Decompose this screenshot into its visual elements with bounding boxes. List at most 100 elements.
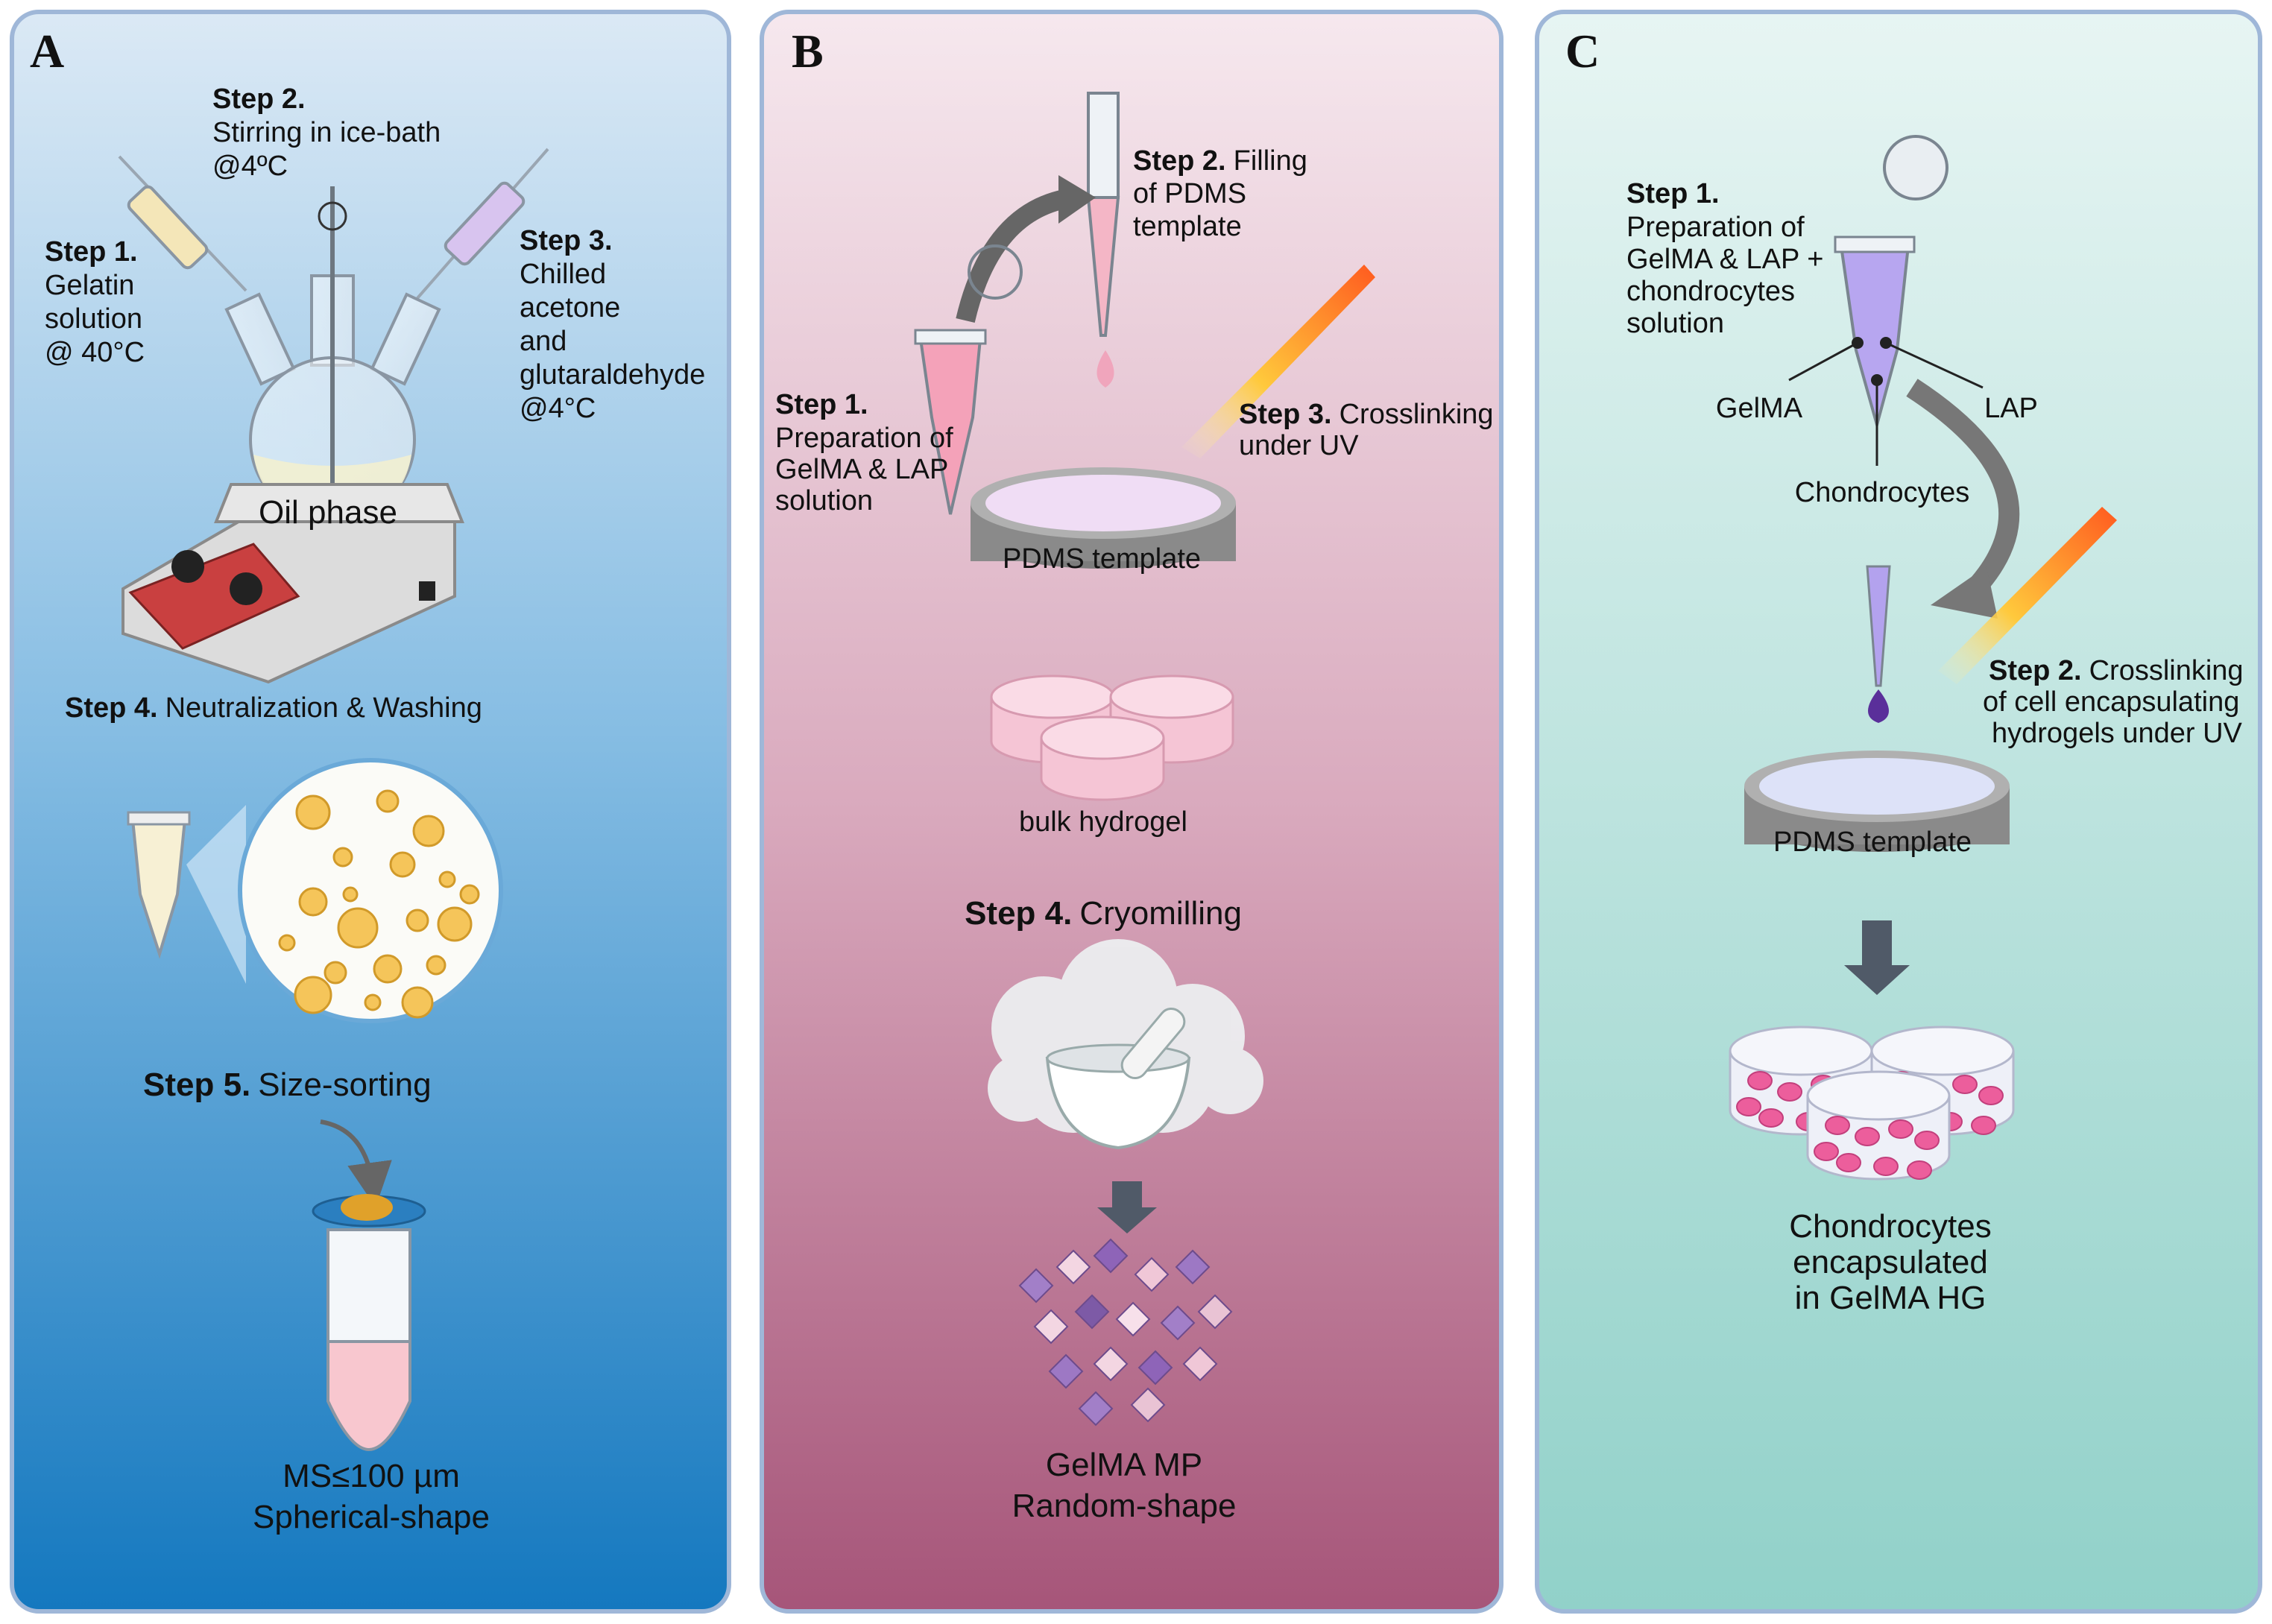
microparticle-crystal [1055, 1249, 1091, 1285]
microsphere-dot [426, 955, 446, 976]
a-step1-line3: @ 40°C [45, 337, 145, 368]
c-chondrocytes-label: Chondrocytes [1795, 477, 1969, 508]
cell-hydrogel-disc [1806, 1070, 1951, 1181]
panel-b-letter: B [792, 25, 824, 78]
chondrocyte-cell-icon [1825, 1116, 1850, 1135]
microsphere-dot [332, 847, 353, 868]
c-step1-line1: Preparation of [1626, 212, 1805, 243]
c-step2-line1: Step 2.Crosslinking [1989, 655, 2244, 686]
chondrocyte-cell-icon [1736, 1097, 1761, 1116]
c-result-line1: Chondrocytes [1789, 1208, 1991, 1245]
microparticle-crystal [1093, 1238, 1129, 1274]
c-lap-label: LAP [1984, 393, 2038, 424]
microsphere-dot [373, 954, 403, 984]
pdms-template-icon [971, 467, 1236, 569]
microparticle-crystal [1018, 1268, 1054, 1304]
arrowhead-icon [1058, 175, 1096, 224]
pipette-tip-icon [1086, 92, 1120, 388]
a-step1-title: Step 1. [45, 236, 138, 268]
b-bulk-label: bulk hydrogel [1019, 806, 1187, 838]
b-step4: Step 4.Cryomilling [965, 895, 1242, 932]
power-switch-icon [419, 581, 435, 601]
c-pdms-label: PDMS template [1773, 827, 1972, 858]
microparticle-crystal [1175, 1249, 1211, 1285]
microparticle-crystal [1160, 1305, 1196, 1341]
c-curved-arrow [1906, 379, 2020, 604]
panel-a-letter: A [30, 25, 64, 78]
a-step5-text: Size-sorting [258, 1067, 431, 1103]
b-step2-line1: Step 2.Filling [1133, 145, 1307, 177]
microsphere-dot [438, 871, 456, 888]
chondrocyte-cell-icon [1814, 1142, 1839, 1161]
eppendorf-tube-icon [127, 811, 191, 959]
microsphere-dot [294, 976, 332, 1014]
microparticle-crystal [1197, 1294, 1233, 1330]
c-pdms-template-icon [1744, 751, 2010, 852]
a-step5-title: Step 5. [143, 1067, 250, 1103]
microparticle-crystal [1074, 1294, 1110, 1330]
microsphere-dot [342, 886, 359, 903]
panel-b: B Step 2.Filling of PDMS template Step 1… [760, 10, 1503, 1614]
b-result-line1: GelMA MP [1046, 1447, 1202, 1483]
hot-plate-stirrer-icon [122, 483, 464, 684]
c-down-arrow-icon [1844, 920, 1910, 995]
a-step4-title: Step 4.Neutralization & Washing [65, 692, 482, 724]
a-step2-line2: @4ºC [212, 151, 288, 182]
a-result-line1: MS≤100 µm [283, 1458, 460, 1494]
c-tube-icon [1788, 135, 1984, 466]
a-step1-line2: solution [45, 303, 142, 335]
knob-icon [230, 572, 262, 605]
b-result-line2: Random-shape [1012, 1488, 1237, 1524]
microsphere-dot [364, 993, 382, 1011]
a-oil-phase-label: Oil phase [259, 494, 397, 531]
c-step2-line2: of cell encapsulating [1983, 686, 2239, 718]
b-step2-text: Filling [1234, 145, 1307, 177]
microparticle-crystal [1130, 1387, 1166, 1423]
panel-a: A Step 2. Stirring in ice-bath @4ºC Step… [10, 10, 731, 1614]
b-step2-title: Step 2. [1133, 145, 1226, 177]
a-step2-title: Step 2. [212, 83, 306, 115]
microsphere-dots [278, 789, 480, 1019]
a-result-line2: Spherical-shape [253, 1499, 490, 1535]
mortar-pestle-icon [988, 939, 1263, 1150]
chondrocyte-cell-icon [1978, 1086, 2004, 1105]
panel-c-letter: C [1565, 25, 1600, 78]
b-step4-text: Cryomilling [1079, 895, 1242, 932]
c-step2-title: Step 2. [1989, 655, 2082, 686]
a-step3-line1: Chilled [520, 259, 606, 290]
chondrocyte-cell-icon [1758, 1108, 1784, 1128]
a-step5: Step 5.Size-sorting [143, 1067, 432, 1103]
a-step2-line1: Stirring in ice-bath [212, 117, 441, 148]
a-step3-line5: @4°C [520, 393, 596, 424]
b-transfer-arrow [956, 188, 1076, 323]
microsphere-dot [437, 906, 473, 942]
a-step3-line4: glutaraldehyde [520, 359, 705, 391]
b-step4-title: Step 4. [965, 895, 1072, 932]
b-step3-line2: under UV [1239, 430, 1359, 461]
chondrocyte-cell-icon [1952, 1075, 1978, 1094]
b-step1-line2: GelMA & LAP [775, 454, 948, 485]
a-step4-title-bold: Step 4. [65, 692, 158, 724]
microsphere-dot [324, 961, 347, 985]
chondrocyte-cell-icon [1873, 1157, 1899, 1176]
microparticle-crystal [1033, 1309, 1069, 1345]
b-step2-line2: of PDMS [1133, 178, 1246, 209]
microsphere-dot [337, 907, 379, 949]
microparticle-crystal [1048, 1353, 1084, 1389]
chondrocyte-cell-icon [1914, 1131, 1940, 1150]
a-sort-arrow [320, 1119, 392, 1207]
microsphere-dot [406, 909, 429, 932]
microsphere-dot [295, 794, 331, 830]
b-step3-title: Step 3. [1239, 399, 1332, 430]
cell-hydrogels-icon [1729, 1026, 2015, 1181]
b-step3-text: Crosslinking [1339, 399, 1494, 430]
bulk-hydrogel-icon [990, 674, 1234, 801]
microparticle-crystal [1093, 1346, 1129, 1382]
chondrocyte-cell-icon [1836, 1153, 1861, 1172]
uv-beam-icon [1181, 265, 1375, 458]
chondrocyte-cell-icon [1747, 1071, 1773, 1090]
arrowhead-icon [1931, 566, 1998, 619]
c-result-line3: in GelMA HG [1795, 1280, 1987, 1316]
c-step1-line3: chondrocytes [1626, 276, 1795, 307]
